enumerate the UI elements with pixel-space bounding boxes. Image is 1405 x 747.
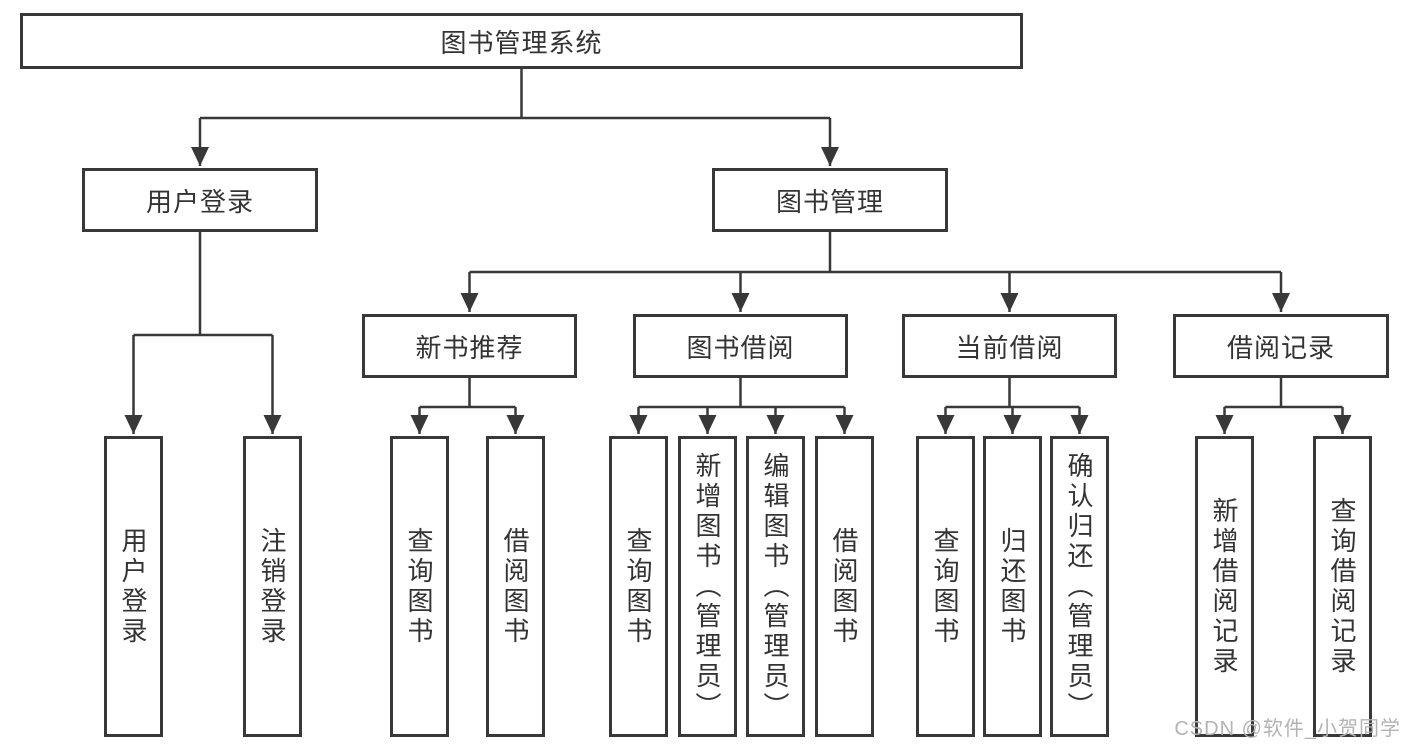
leaf-add-borrow-record: 新增借阅记录 [1195, 436, 1254, 737]
leaf-user-login: 用户登录 [104, 436, 163, 737]
leaf-logout: 注销登录 [243, 436, 302, 737]
leaf-return-books: 归还图书 [983, 436, 1042, 737]
leaf-query-books-recommend: 查询图书 [390, 436, 449, 737]
leaf-borrow-books: 借阅图书 [815, 436, 874, 737]
node-user-login: 用户登录 [82, 168, 318, 232]
leaf-borrow-books-recommend: 借阅图书 [486, 436, 545, 737]
leaf-add-books-admin: 新增图书（管理员） [678, 436, 737, 737]
node-book-borrowing: 图书借阅 [633, 314, 848, 378]
leaf-query-books-current: 查询图书 [916, 436, 975, 737]
leaf-query-borrow-record: 查询借阅记录 [1313, 436, 1372, 737]
node-library-management-system: 图书管理系统 [20, 13, 1023, 69]
leaf-edit-books-admin: 编辑图书（管理员） [746, 436, 805, 737]
leaf-confirm-return-admin: 确认归还（管理员） [1050, 436, 1109, 737]
node-borrowing-records: 借阅记录 [1173, 314, 1389, 378]
node-new-book-recommendation: 新书推荐 [362, 314, 577, 378]
leaf-query-books-borrow: 查询图书 [609, 436, 668, 737]
node-book-management: 图书管理 [712, 168, 948, 232]
node-current-borrowing: 当前借阅 [902, 314, 1117, 378]
csdn-watermark: CSDN @软件_小贺同学 [1174, 718, 1401, 740]
